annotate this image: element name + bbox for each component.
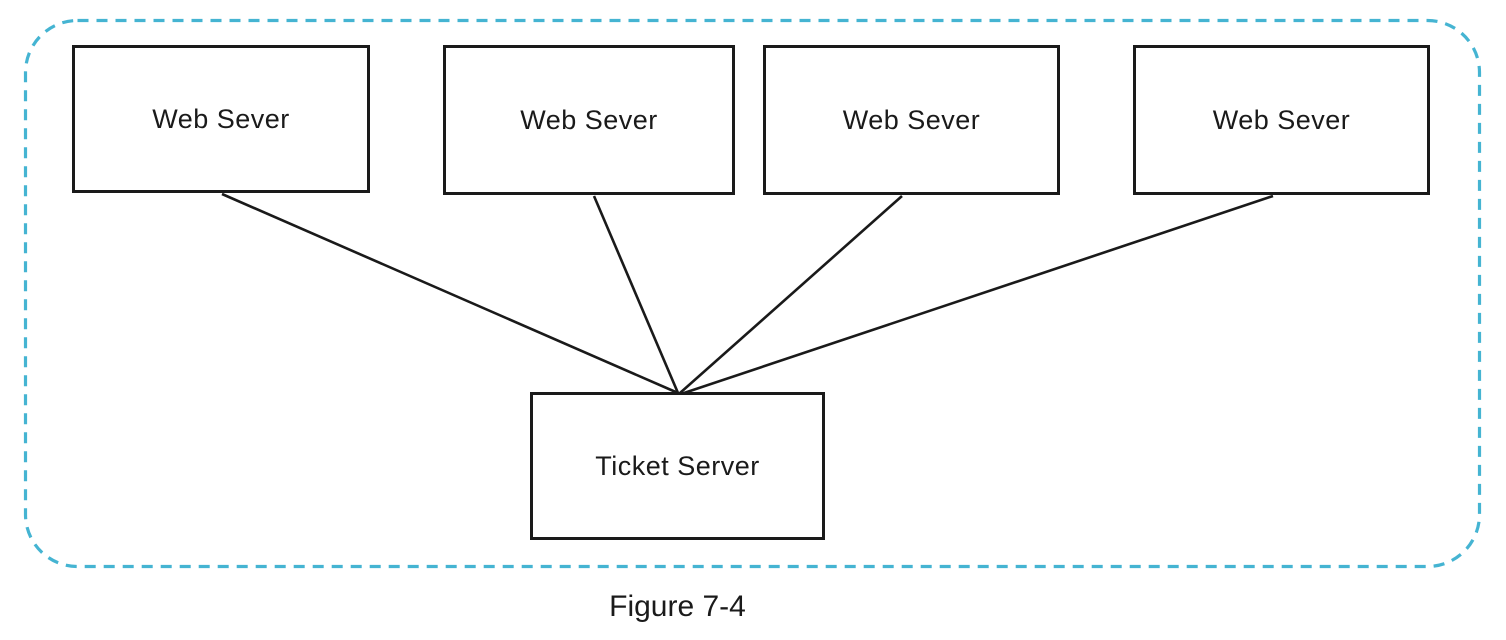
node-web-server-3: Web Sever [763, 45, 1060, 195]
node-label: Web Sever [842, 104, 981, 135]
node-label: Web Sever [152, 103, 290, 134]
node-web-server-2: Web Sever [443, 45, 735, 195]
connector-line [592, 195, 680, 394]
figure-caption: Figure 7-4 [609, 590, 746, 623]
dashed-boundary [23, 18, 1482, 569]
node-label: Web Sever [1212, 104, 1351, 135]
node-ticket-server: Ticket Server [530, 392, 825, 540]
node-label: Web Sever [520, 104, 658, 135]
connector-line [679, 195, 903, 394]
connector-line [221, 192, 679, 395]
node-label: Ticket Server [595, 450, 760, 481]
node-web-server-1: Web Sever [72, 45, 370, 193]
connector-line [683, 194, 1274, 395]
node-web-server-4: Web Sever [1133, 45, 1430, 195]
